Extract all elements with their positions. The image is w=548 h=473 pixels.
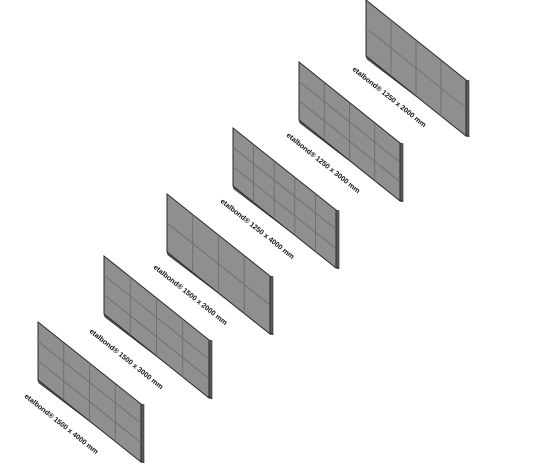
panel-grid-row-line <box>103 275 210 360</box>
panel-grid-row-line <box>166 222 271 306</box>
panel-3: etalbond® 1250 x 4000 mm <box>219 126 340 270</box>
panel-2: etalbond® 1250 x 3000 mm <box>285 60 404 203</box>
panel-6: etalbond® 1500 x 4000 mm <box>23 320 145 464</box>
panel-grid-row-line <box>298 81 401 163</box>
panel-1: etalbond® 1250 x 2000 mm <box>351 0 470 138</box>
panel-grid-row-line <box>365 27 467 109</box>
panel-grid-row-line <box>298 100 401 182</box>
panel-grid-row-line <box>232 147 337 230</box>
panel-grid-row-line <box>37 341 142 424</box>
panel-grid-row-line <box>37 360 142 443</box>
panel-grid-row-line <box>103 294 210 379</box>
panel-grid-row-line <box>232 166 337 249</box>
